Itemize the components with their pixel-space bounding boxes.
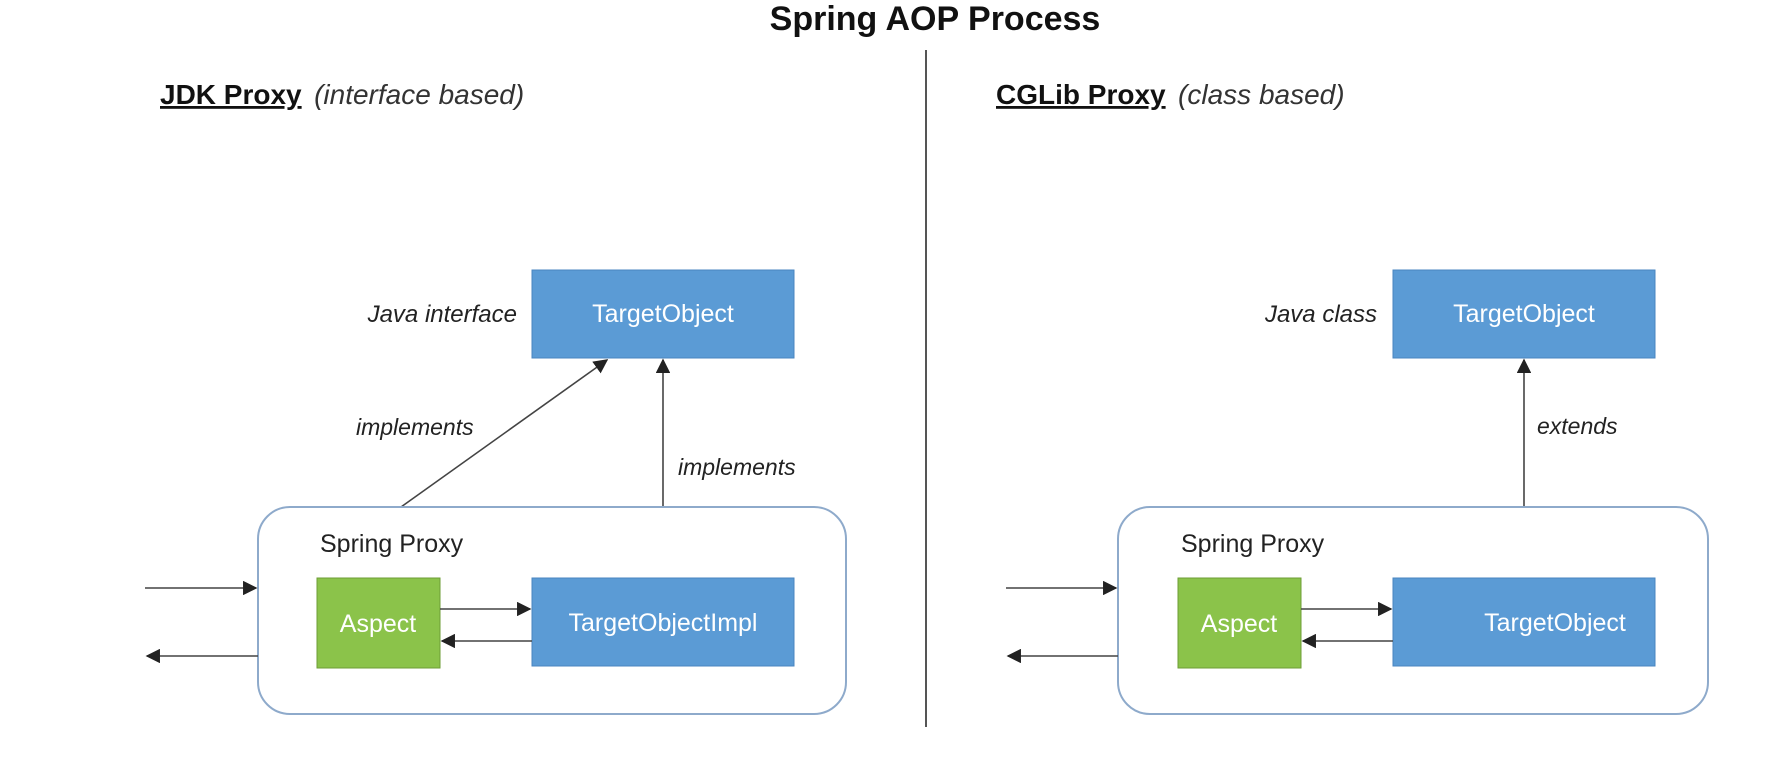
jdk-heading-bold: JDK Proxy (160, 79, 302, 110)
jdk-target-object-box (531, 269, 795, 359)
jdk-implements-label-left: implements (356, 414, 474, 440)
jdk-implements-label-right: implements (678, 454, 796, 480)
jdk-aspect-label: Aspect (340, 610, 416, 638)
cglib-inner-target-object-label: TargetObject (1484, 609, 1626, 637)
jdk-heading: JDK Proxy (interface based) (160, 79, 524, 110)
cglib-target-object-box (1392, 269, 1656, 359)
jdk-spring-proxy-label: Spring Proxy (320, 530, 464, 558)
cglib-aspect-label: Aspect (1201, 610, 1277, 638)
jdk-java-interface-label: Java interface (367, 301, 517, 328)
page-title: Spring AOP Process (770, 0, 1101, 38)
jdk-aspect-box (316, 577, 441, 669)
cglib-heading-italic: (class based) (1178, 79, 1345, 110)
jdk-target-object-label: TargetObject (592, 300, 734, 328)
cglib-aspect-box (1177, 577, 1302, 669)
cglib-target-object-label: TargetObject (1453, 300, 1595, 328)
cglib-java-class-label: Java class (1264, 301, 1377, 328)
jdk-target-object-impl-box (531, 577, 795, 667)
jdk-implements-arrow-left (400, 359, 609, 508)
cglib-inner-target-object-box (1392, 577, 1656, 667)
jdk-heading-italic: (interface based) (314, 79, 524, 110)
cglib-heading: CGLib Proxy (class based) (996, 79, 1345, 110)
cglib-extends-label: extends (1537, 413, 1618, 439)
cglib-heading-bold: CGLib Proxy (996, 79, 1166, 110)
jdk-target-object-impl-label: TargetObjectImpl (569, 609, 758, 637)
cglib-spring-proxy-label: Spring Proxy (1181, 530, 1325, 558)
